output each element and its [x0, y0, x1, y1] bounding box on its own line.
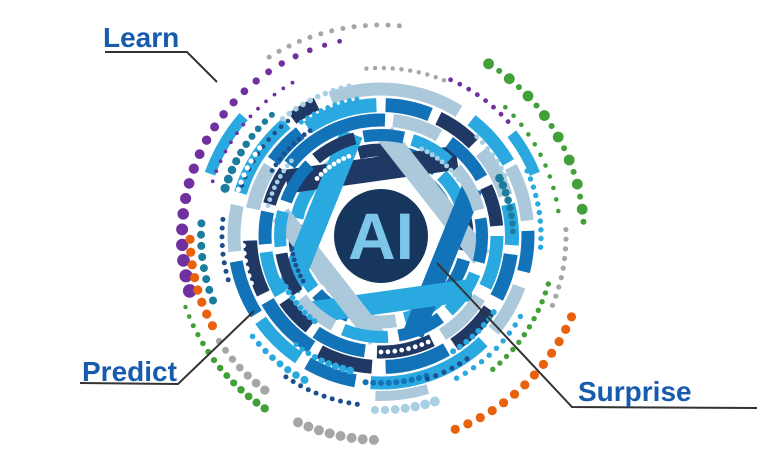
green-arc-right [483, 58, 588, 225]
pale-arc-top-left [279, 83, 353, 122]
white-dots-on-pale-top-left [314, 153, 352, 181]
teal-dots-right [495, 173, 516, 235]
white-dots-on-navy-bottom [378, 339, 431, 355]
gray-arc-top-inner [364, 65, 447, 83]
orange-arc-bottom-right [450, 312, 577, 434]
pale-arc-bottom [370, 396, 440, 415]
outer-arc-rings [204, 82, 540, 401]
ring-c [274, 129, 488, 344]
label-surprise: Surprise [578, 376, 692, 407]
navy-dots-bottom-right [424, 356, 470, 382]
green-arc-bottom-left [183, 304, 269, 413]
white-dots-on-bright-left [235, 145, 263, 193]
pale-dots-left [265, 158, 294, 209]
callout-leader-lines [79, 51, 758, 409]
aperture-chords [272, 126, 490, 346]
teal-arc-left-top [220, 111, 275, 193]
dotted-accent-arcs [176, 22, 588, 445]
purple-arc-top-right [448, 77, 511, 124]
gray-arc-bottom-left [215, 337, 270, 395]
extra-bright-top-right [507, 130, 540, 176]
ai-label: AI [348, 199, 414, 273]
bright-dots-left-inner [282, 283, 318, 325]
navy-dots-left-inner [289, 246, 306, 284]
navy-arc-left [219, 216, 231, 283]
extra-bright-left [204, 112, 248, 176]
green-arc-bottom-right [490, 281, 551, 372]
pale-dots-right [474, 134, 508, 178]
extra-pale-bottom [375, 384, 430, 401]
bright-dots-top [298, 96, 360, 125]
ring-e [243, 98, 520, 374]
purple-arc-inner [210, 80, 295, 184]
lightblue-arc-bottom-right [453, 313, 524, 381]
navy-dots-top-left [269, 128, 313, 174]
lightblue-arc-right [524, 168, 544, 250]
callout-labels: Learn Predict Surprise [82, 22, 692, 407]
orange-arc-left [185, 234, 217, 331]
label-predict: Predict [82, 356, 177, 387]
ai-center-circle [334, 189, 428, 283]
pale-dots-top-right [419, 146, 462, 183]
purple-arc-left-top [176, 38, 342, 298]
label-learn: Learn [103, 22, 179, 53]
teal-arc-left [197, 219, 217, 305]
navy-arc-bottom [283, 374, 360, 407]
gray-arc-right [549, 226, 569, 308]
white-dots-on-navy-left [240, 243, 254, 286]
center-white-ring [327, 182, 435, 290]
green-arc-right-inner [503, 104, 561, 214]
aperture-chord-left [278, 129, 363, 294]
bright-arc-bottom-left [249, 333, 309, 384]
gray-arc-bottom [293, 417, 379, 445]
gray-arc-top [266, 22, 402, 60]
ai-center-badge: AI [327, 182, 435, 290]
bright-dots-bottom-left [293, 342, 354, 375]
medium-dots-bottom [362, 372, 430, 386]
